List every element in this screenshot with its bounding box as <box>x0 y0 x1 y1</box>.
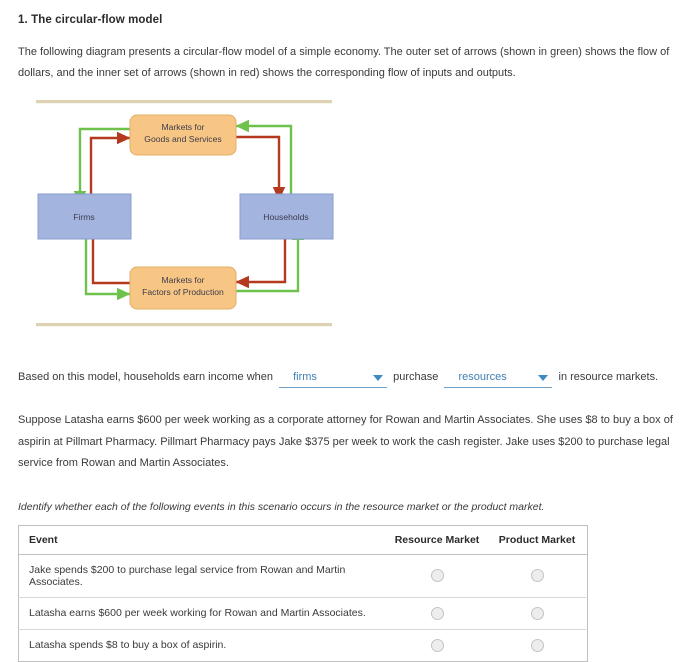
radio-product-market-row-2[interactable] <box>530 606 544 620</box>
table-cell-product-market <box>487 554 588 598</box>
arrow-dollars-households-to-market <box>235 119 293 204</box>
table-cell-resource-market <box>387 629 487 661</box>
column-header-product-market: Product Market <box>487 525 588 555</box>
dropdown-sentence-prefix: Based on this model, households earn inc… <box>18 370 273 383</box>
arrow-inputs-households-to-factors <box>235 226 287 289</box>
chevron-down-icon <box>538 374 549 381</box>
radio-resource-market-row-2[interactable] <box>430 606 444 620</box>
table-row: Latasha spends $8 to buy a box of aspiri… <box>19 629 588 661</box>
identify-instruction: Identify whether each of the following e… <box>18 500 545 513</box>
box-households <box>239 193 334 240</box>
arrow-dollars-factors-to-households <box>236 226 305 293</box>
dropdown-purchaser[interactable]: firms <box>279 369 388 389</box>
box-firms-label: Firms <box>73 212 94 222</box>
table-cell-product-market <box>487 629 588 661</box>
diagram-rule-top <box>36 99 332 104</box>
dropdown-purchased-item-value: resources <box>458 370 507 383</box>
radio-product-market-row-3[interactable] <box>530 638 544 652</box>
circular-flow-diagram: Markets for Goods and Services Firms Hou… <box>18 97 378 347</box>
box-goods-market <box>129 114 237 156</box>
box-factors-market-label-line2: Factors of Production <box>142 287 224 297</box>
table-header-row: Event Resource Market Product Market <box>18 525 588 555</box>
box-goods-market-label-line1: Markets for <box>162 122 205 132</box>
box-factors-market-label-line1: Markets for <box>162 275 205 285</box>
arrow-dollars-market-to-firms <box>73 127 130 205</box>
dropdown-purchased-item[interactable]: resources <box>444 369 553 389</box>
table-cell-event: Jake spends $200 to purchase legal servi… <box>18 554 387 598</box>
table-cell-event: Latasha earns $600 per week working for … <box>18 597 387 630</box>
scenario-paragraph: Suppose Latasha earns $600 per week work… <box>18 414 673 470</box>
radio-resource-market-row-3[interactable] <box>430 638 444 652</box>
arrow-goods-firms-to-market <box>89 131 131 201</box>
page-title: 1. The circular-flow model <box>18 14 163 26</box>
box-goods-market-label-line2: Goods and Services <box>144 134 221 144</box>
arrow-inputs-factors-to-firms <box>86 224 130 285</box>
radio-resource-market-row-1[interactable] <box>430 569 444 583</box>
table-cell-resource-market <box>387 554 487 598</box>
intro-paragraph: The following diagram presents a circula… <box>18 46 670 80</box>
table-row: Latasha earns $600 per week working for … <box>18 597 588 630</box>
dropdown-sentence: Based on this model, households earn inc… <box>18 369 686 389</box>
table-cell-resource-market <box>387 597 487 630</box>
box-firms <box>37 193 132 240</box>
column-header-event: Event <box>18 525 387 555</box>
box-households-label: Households <box>263 212 308 222</box>
table-cell-product-market <box>487 597 588 630</box>
dropdown-purchaser-value: firms <box>293 370 317 383</box>
events-table: Event Resource Market Product Market Jak… <box>18 524 588 662</box>
column-header-resource-market: Resource Market <box>387 525 487 555</box>
table-row: Jake spends $200 to purchase legal servi… <box>18 554 588 598</box>
chevron-down-icon <box>373 374 384 381</box>
dropdown-sentence-suffix: in resource markets. <box>558 370 659 383</box>
diagram-rule-bottom <box>36 322 332 327</box>
dropdown-sentence-middle: purchase <box>393 370 439 383</box>
arrow-dollars-firms-to-factors <box>84 223 131 301</box>
radio-product-market-row-1[interactable] <box>530 569 544 583</box>
table-cell-event: Latasha spends $8 to buy a box of aspiri… <box>29 639 227 652</box>
arrow-goods-market-to-households <box>236 135 286 201</box>
box-factors-market <box>129 266 237 310</box>
